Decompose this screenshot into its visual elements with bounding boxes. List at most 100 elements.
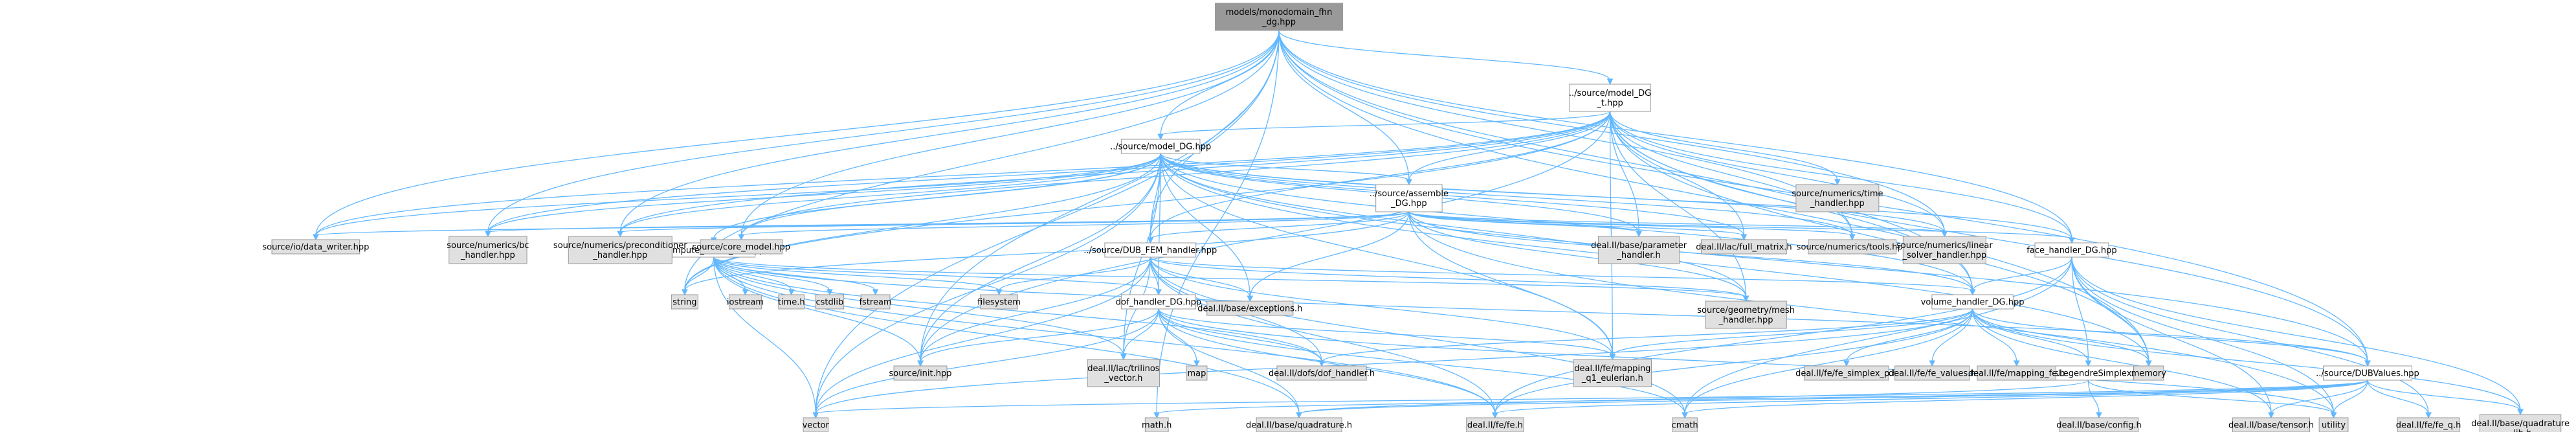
edge-model_dg_t-to-tools — [1609, 111, 1853, 236]
node-face_handler[interactable]: face_handler_DG.hpp — [2026, 242, 2117, 258]
edge-compute_errors-to-dubvalues — [713, 256, 2368, 363]
edge-compute_errors-to-mesh_handler — [713, 256, 1747, 298]
node-box-fe_q — [2397, 417, 2460, 432]
node-cmath: cmath — [1672, 417, 1698, 432]
node-label-parameter_handler-1: _handler.h — [1616, 251, 1660, 260]
arrowhead-volume_handler-to-fe_simplex_p — [1843, 360, 1850, 367]
node-trilinos: deal.II/lac/trilinos_vector.h — [1087, 359, 1160, 387]
edge-volume_handler-to-mapping_fe — [1971, 308, 2017, 363]
node-dof_handler_dg[interactable]: dof_handler_DG.hpp — [1116, 294, 1201, 310]
node-box-data_writer — [271, 239, 361, 255]
edge-dubvalues-to-tensor — [2271, 380, 2368, 415]
node-label-data_writer-0: source/io/data_writer.hpp — [262, 243, 369, 253]
arrowhead-volume_handler-to-fe_values — [1929, 360, 1936, 367]
edge-root-to-core_model — [740, 30, 1280, 236]
node-label-dubvalues-0: ../source/DUBValues.hpp — [2316, 369, 2419, 379]
edge-root-to-init — [920, 30, 1280, 363]
node-dubvalues[interactable]: ../source/DUBValues.hpp — [2316, 365, 2419, 381]
node-label-model_dg-0: ../source/model_DG.hpp — [1110, 142, 1211, 152]
node-box-fe_h — [1466, 417, 1524, 432]
node-box-dof_handler_dg — [1120, 294, 1197, 310]
node-label-root-1: _dg.hpp — [1261, 17, 1296, 27]
edge-model_dg-to-full_matrix — [1160, 153, 1745, 236]
node-label-dofs_handler-0: deal.II/dofs/dof_handler.h — [1269, 369, 1375, 379]
node-label-memory-0: memory — [2131, 369, 2167, 379]
node-fe_q: deal.II/fe/fe_q.h — [2396, 417, 2461, 432]
edge-root-to-model_dg_t — [1278, 30, 1611, 81]
edge-model_dg-to-mesh_handler — [1160, 153, 1747, 298]
edge-qgauss-to-quadrature — [1298, 380, 2089, 415]
arrowhead-model_dg_t-to-time_handler — [1834, 179, 1841, 186]
arrowhead-qgauss-to-config — [2096, 412, 2102, 419]
node-label-utility-0: utility — [2322, 421, 2346, 431]
node-dub_fem[interactable]: ../source/DUB_FEM_handler.hpp — [1083, 242, 1217, 258]
node-assemble[interactable]: ../source/assemble_DG.hpp — [1370, 184, 1449, 212]
edge-model_dg-to-data_writer — [315, 153, 1161, 236]
edge-model_dg-to-linear_solver — [1160, 153, 1945, 233]
node-volume_handler[interactable]: volume_handler_DG.hpp — [1921, 294, 2025, 310]
edge-layer — [313, 30, 2524, 419]
node-label-init-0: source/init.hpp — [889, 369, 952, 379]
arrowhead-volume_handler-to-qgauss — [2085, 360, 2092, 367]
node-label-dof_handler_dg-0: dof_handler_DG.hpp — [1116, 298, 1201, 308]
node-label-trilinos-1: _vector.h — [1104, 374, 1142, 383]
node-label-math_h-0: math.h — [1142, 421, 1171, 431]
edge-model_dg-to-vector — [815, 153, 1161, 415]
node-qgauss[interactable]: QGaussLegendreSimplex.hpp — [2026, 365, 2151, 381]
node-string: string — [671, 294, 698, 310]
edge-model_dg-to-core_model — [740, 153, 1161, 236]
edge-dub_fem-to-mesh_handler — [1149, 256, 1747, 298]
edge-root-to-vector — [815, 30, 1280, 415]
edge-model_dg-to-dubvalues — [1160, 153, 2368, 363]
edge-dub_fem-to-cmath — [1149, 256, 1685, 415]
arrowhead-compute_errors-to-mesh_handler — [1742, 295, 1749, 302]
node-label-parameter_handler-0: deal.II/base/parameter — [1591, 241, 1687, 251]
edge-compute_errors-to-fe_h — [713, 256, 1496, 415]
edge-compute_errors-to-dofs_handler — [713, 256, 1322, 363]
arrowhead-dubvalues-to-utility — [2330, 412, 2337, 419]
edge-volume_handler-to-cmath — [1684, 308, 1973, 415]
node-model_dg[interactable]: ../source/model_DG.hpp — [1110, 139, 1211, 154]
node-box-tensor — [2232, 417, 2311, 432]
node-label-full_matrix-0: deal.II/lac/full_matrix.h — [1696, 243, 1792, 253]
node-root[interactable]: models/monodomain_fhn_dg.hpp — [1214, 3, 1344, 31]
node-box-time_h — [778, 294, 805, 310]
node-box-fe_simplex_p — [1804, 365, 1889, 381]
node-box-memory — [2133, 365, 2164, 381]
arrowhead-dubvalues-to-tensor — [2268, 412, 2274, 419]
node-label-tensor-0: deal.II/base/tensor.h — [2228, 421, 2314, 431]
node-label-cmath-0: cmath — [1672, 421, 1698, 431]
arrowhead-volume_handler-to-mapping_fe — [2013, 360, 2020, 367]
edge-volume_handler-to-mapping_q1 — [1612, 308, 1973, 356]
node-label-string-0: string — [672, 298, 696, 308]
node-label-model_dg_t-1: _t.hpp — [1596, 98, 1623, 108]
arrowhead-dubvalues-to-quadrature_lib — [2517, 409, 2524, 416]
node-label-quadrature_lib-0: deal.II/base/quadrature — [2471, 419, 2570, 429]
node-utility: utility — [2318, 417, 2349, 432]
edge-model_dg_t-to-model_dg — [1160, 111, 1611, 136]
edge-face_handler-to-quadrature_lib — [2071, 256, 2521, 411]
edge-assemble-to-precond — [619, 211, 1410, 233]
edge-model_dg_t-to-mesh_handler — [1609, 111, 1747, 298]
node-layer: models/monodomain_fhn_dg.hpp ../source/mo… — [262, 3, 2570, 432]
edge-dubvalues-to-fe_q — [2367, 380, 2429, 415]
node-exceptions: deal.II/base/exceptions.h — [1197, 301, 1302, 316]
node-label-quadrature_lib-1: _lib.h — [2509, 429, 2531, 432]
arrowhead-root-to-model_dg_t — [1606, 78, 1614, 85]
edge-volume_handler-to-qgauss — [1971, 308, 2089, 363]
arrowhead-assemble-to-full_matrix — [1740, 234, 1748, 241]
node-fe_simplex_p: deal.II/fe/fe_simplex_p.h — [1795, 365, 1898, 381]
edge-volume_handler-to-dofs_handler — [1321, 308, 1973, 363]
edge-model_dg_t-to-string — [684, 111, 1611, 291]
edge-assemble-to-utility — [1408, 211, 2335, 415]
node-label-tools-0: source/numerics/tools.hpp — [1797, 243, 1908, 253]
edge-dubvalues-to-utility — [2333, 380, 2368, 415]
edge-assemble-to-tools — [1408, 211, 1853, 236]
node-label-time_h-0: time.h — [778, 298, 805, 308]
arrowhead-assemble-to-data_writer — [313, 234, 319, 241]
node-model_dg_t[interactable]: ../source/model_DG_t.hpp — [1569, 84, 1651, 112]
edge-volume_handler-to-tensor — [1971, 308, 2272, 415]
arrowhead-assemble-to-core_model — [738, 234, 745, 241]
edge-compute_errors-to-fstream — [713, 256, 876, 291]
node-box-init — [893, 365, 948, 381]
